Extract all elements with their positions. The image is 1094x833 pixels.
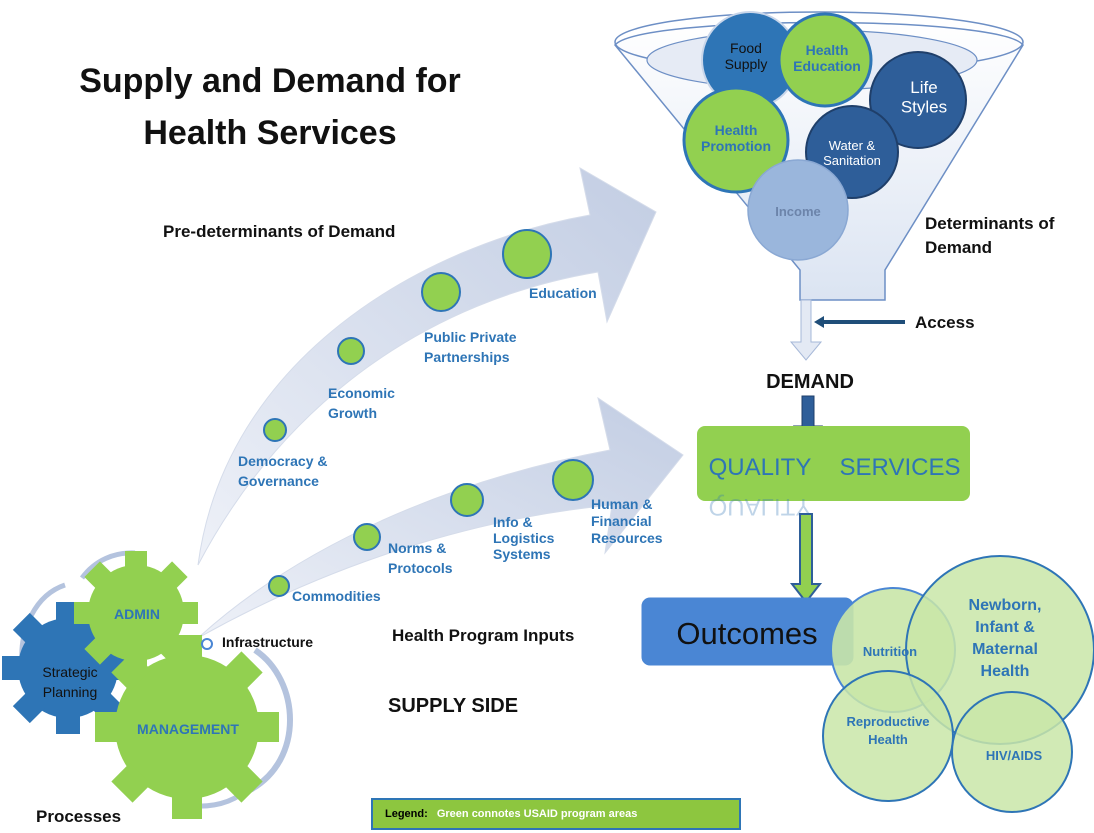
- economic-circle: [337, 337, 365, 365]
- infrastructure-dot: [201, 638, 213, 650]
- inputs-heading: Health Program Inputs: [392, 626, 574, 645]
- infrastructure-label: Infrastructure: [222, 634, 313, 650]
- norms-label: Norms &Protocols: [388, 540, 453, 576]
- processes-label: Processes: [36, 807, 121, 826]
- human-circle: [552, 459, 594, 501]
- reproductive-circle: [822, 670, 954, 802]
- inputs-arrow: [197, 396, 684, 639]
- hiv-label: HIV/AIDS: [986, 748, 1043, 763]
- access-label: Access: [915, 313, 975, 332]
- health-promotion-circle: [682, 86, 790, 194]
- access-arrowhead: [814, 316, 824, 328]
- commodities-label: Commodities: [292, 588, 381, 604]
- outcomes-label: Outcomes: [676, 616, 817, 651]
- legend: Legend: Green connotes USAID program are…: [371, 798, 741, 830]
- funnel-down-arrow: [789, 299, 823, 361]
- health-education-circle: [777, 12, 873, 108]
- income-circle: [747, 159, 849, 261]
- quality-services-box: [697, 426, 970, 501]
- democracy-circle: [263, 418, 287, 442]
- nutrition-label: Nutrition: [863, 644, 917, 659]
- management-cycle-arrow: [248, 647, 293, 793]
- life-styles-circle: [869, 51, 967, 149]
- supply-side-label: SUPPLY SIDE: [388, 695, 518, 717]
- ppp-circle: [421, 272, 461, 312]
- commodities-circle: [268, 575, 290, 597]
- predeterminants-heading: Pre-determinants of Demand: [163, 222, 395, 241]
- democracy-label: Democracy &Governance: [238, 453, 328, 489]
- title-line-1: Supply and Demand for: [79, 62, 461, 100]
- income-label: Income: [775, 204, 821, 219]
- quality-reflection: QUALITY: [709, 493, 812, 520]
- admin-gear: [74, 551, 198, 675]
- management-label: MANAGEMENT: [137, 721, 239, 737]
- water-sanitation-label: Water &Sanitation: [823, 138, 881, 168]
- quality-label: QUALITY: [709, 454, 812, 481]
- legend-key: Legend:: [385, 808, 428, 820]
- legend-text: Green connotes USAID program areas: [436, 808, 638, 820]
- quality-down-arrow: [789, 513, 823, 604]
- admin-label: ADMIN: [114, 606, 160, 622]
- education-circle: [502, 229, 552, 279]
- title-line-2: Health Services: [143, 114, 397, 152]
- hiv-circle: [951, 691, 1073, 813]
- services-label: SERVICES: [840, 454, 961, 481]
- demand-label: DEMAND: [766, 371, 854, 393]
- education-label: Education: [529, 285, 597, 301]
- quality-services-reflection: QUALITY: [709, 493, 812, 520]
- norms-circle: [353, 523, 381, 551]
- info-circle: [450, 483, 484, 517]
